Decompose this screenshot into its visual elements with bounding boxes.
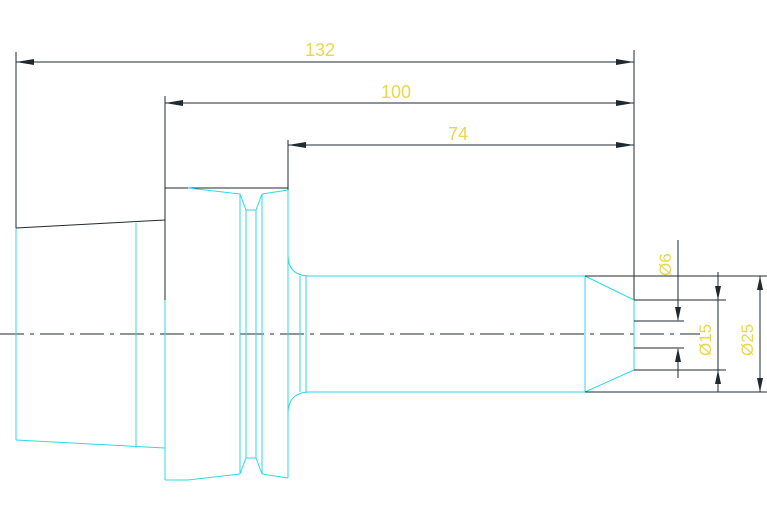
part-outline	[15, 187, 635, 481]
dimension-132: 132	[15, 40, 635, 300]
dimension-label-100: 100	[381, 82, 411, 102]
dimension-dia-25: Ø25	[585, 275, 767, 393]
dimension-label-dia-25: Ø25	[738, 324, 757, 356]
dimension-label-132: 132	[305, 40, 335, 60]
dimension-dia-6: Ø6	[634, 240, 684, 378]
dimension-100: 100	[164, 82, 634, 300]
dimension-label-74: 74	[448, 124, 468, 144]
dimension-label-dia-15: Ø15	[696, 324, 715, 356]
dimension-74: 74	[287, 124, 634, 190]
dimension-label-dia-6: Ø6	[656, 253, 675, 276]
dimension-dia-15: Ø15	[634, 272, 726, 392]
